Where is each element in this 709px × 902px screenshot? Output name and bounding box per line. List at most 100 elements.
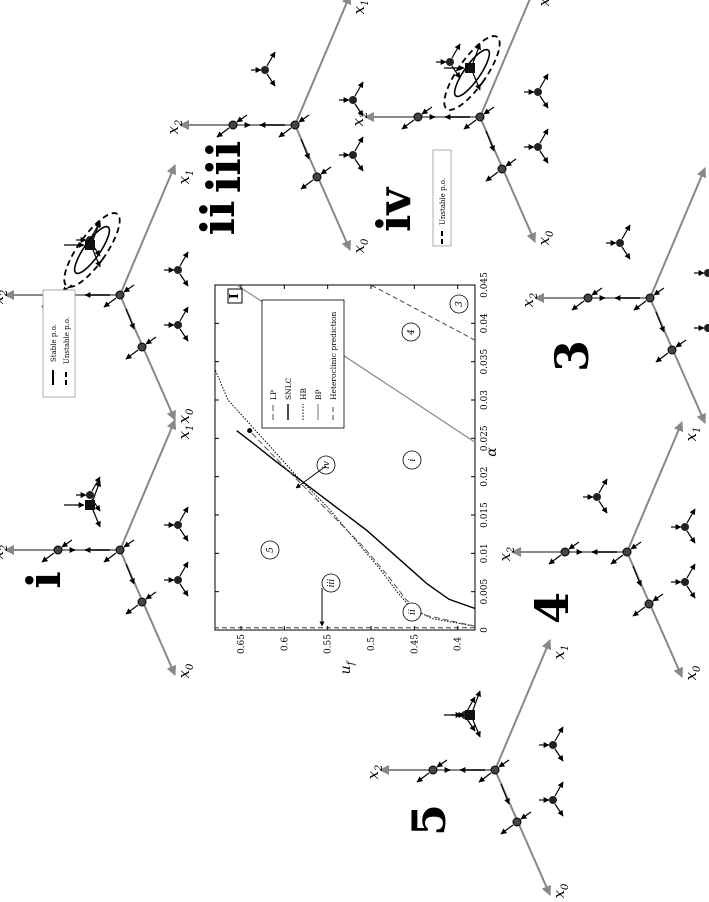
legend-iv: Unstable p.o. (432, 149, 452, 247)
equilibrium-node (534, 88, 542, 96)
saddle-square (465, 63, 475, 73)
region-label: 5 (266, 547, 276, 553)
equilibrium-node (174, 576, 182, 584)
legend-ii-stable: Stable p.o. (50, 324, 58, 362)
equilibrium-node (549, 741, 557, 749)
axis-label-x1: x1 (535, 0, 556, 6)
legend-ii-unstable: Unstable p.o. (63, 317, 71, 364)
panel-tag-box (227, 288, 243, 304)
equilibrium-node (174, 321, 182, 329)
axis-label-x1: x1 (175, 170, 196, 185)
equilibrium-node (349, 96, 357, 104)
equilibrium-node (174, 266, 182, 274)
bifurcation-diagram: 00.0050.010.0150.020.0250.030.0350.040.0… (214, 272, 500, 674)
axis-label-x2: x2 (519, 293, 540, 308)
axis-label-x1: x1 (175, 425, 196, 440)
phase-portrait-4: x2 x1 x0 (496, 421, 703, 680)
series-heteroclinic-prediction-4 (370, 284, 476, 341)
periodic-orbit-stable (73, 225, 111, 275)
plot-frame (214, 284, 476, 631)
equilibrium-node (534, 143, 542, 151)
axis-label-x0: x0 (535, 230, 556, 245)
phase-portrait-3: x2 x1 x0 (519, 167, 709, 426)
equilibrium-node (622, 547, 632, 557)
equilibrium-node (446, 58, 454, 66)
axis-label-x2: x2 (496, 547, 517, 562)
y-tick-label: 0.45 (410, 634, 420, 654)
region-label: 3 (455, 301, 465, 307)
region-label: 4 (407, 329, 417, 336)
axis-label-x2: x2 (0, 290, 10, 305)
region-circle (402, 602, 422, 622)
y-tick-label: 0.65 (237, 634, 247, 654)
equilibrium-node (290, 120, 300, 130)
equilibrium-node (53, 545, 63, 555)
axis-label-x1: x1 (550, 645, 571, 660)
y-axis-ticks: 0.40.450.50.550.60.65 (237, 285, 464, 654)
x-axis-label: α (484, 447, 500, 457)
axis-label-x2: x2 (164, 120, 185, 135)
axis-label-x1: x1 (705, 173, 709, 188)
axis-label-x1: x1 (350, 0, 371, 14)
equilibrium-node (645, 293, 655, 303)
axis-label-x0: x0 (550, 883, 571, 898)
axis-label-x1: x1 (682, 427, 703, 442)
phase-portrait-5: x2 x1 x0 (364, 639, 571, 898)
y-tick-label: 0.5 (367, 637, 377, 652)
equilibrium-node (349, 151, 357, 159)
equilibrium-node (174, 521, 182, 529)
equilibrium-node (667, 345, 677, 355)
legend-iv-unstable: Unstable p.o. (439, 178, 447, 225)
panel-label-5: 5 (402, 804, 456, 836)
phase-portrait-iv: x2 x1 x0 (349, 0, 556, 245)
y-tick-label: 0.4 (454, 637, 464, 652)
equilibrium-node (312, 172, 322, 182)
series-snlc-0 (236, 430, 476, 610)
equilibrium-node (704, 324, 709, 332)
axis-label-x2: x2 (0, 545, 10, 560)
equilibrium-node (583, 293, 593, 303)
equilibrium-node (704, 269, 709, 277)
region-label: iii (327, 579, 337, 588)
panel-label-i: i (17, 571, 71, 588)
panel-tag: I (227, 293, 241, 299)
region-circle (321, 573, 341, 593)
y-tick-label: 0.55 (324, 634, 334, 654)
equilibrium-node (490, 765, 500, 775)
equilibrium-node (644, 599, 654, 609)
equilibrium-node (428, 765, 438, 775)
axis-label-x0: x0 (175, 408, 196, 423)
legend-entry: LP (269, 390, 278, 400)
axis-label-x0: x0 (350, 238, 371, 253)
equilibrium-node (681, 523, 689, 531)
equilibrium-node (115, 545, 125, 555)
saddle-square (465, 710, 475, 720)
x-tick-label: 0.03 (480, 390, 490, 410)
panel-label-iv: iv (367, 187, 421, 232)
x-tick-label: 0.035 (480, 349, 490, 375)
region-circle (260, 540, 280, 560)
axis-label-x0: x0 (682, 665, 703, 680)
region-label: i (408, 458, 418, 461)
saddle-square (85, 240, 95, 250)
panel-label-ii: ii (191, 201, 245, 236)
phase-portrait-iii: x2 x1 x0 (164, 0, 371, 253)
y-axis-label: uf (338, 659, 357, 674)
equilibrium-node (681, 578, 689, 586)
equilibrium-node (261, 66, 269, 74)
equilibrium-node (137, 597, 147, 607)
equilibrium-node (560, 547, 570, 557)
panel-label-3: 3 (545, 340, 599, 372)
axis-label-x2: x2 (349, 112, 370, 127)
region-label: iv (322, 461, 332, 469)
legend-entry: HB (299, 387, 308, 400)
equilibrium-node (593, 493, 601, 501)
equilibrium-node (549, 796, 557, 804)
axis-label-x2: x2 (364, 765, 385, 780)
periodic-orbit-stable (453, 48, 491, 98)
panel-label-iii: iii (197, 141, 251, 193)
legend-ii: Stable p.o. Unstable p.o. (42, 289, 76, 398)
periodic-orbit-unstable (443, 35, 501, 111)
